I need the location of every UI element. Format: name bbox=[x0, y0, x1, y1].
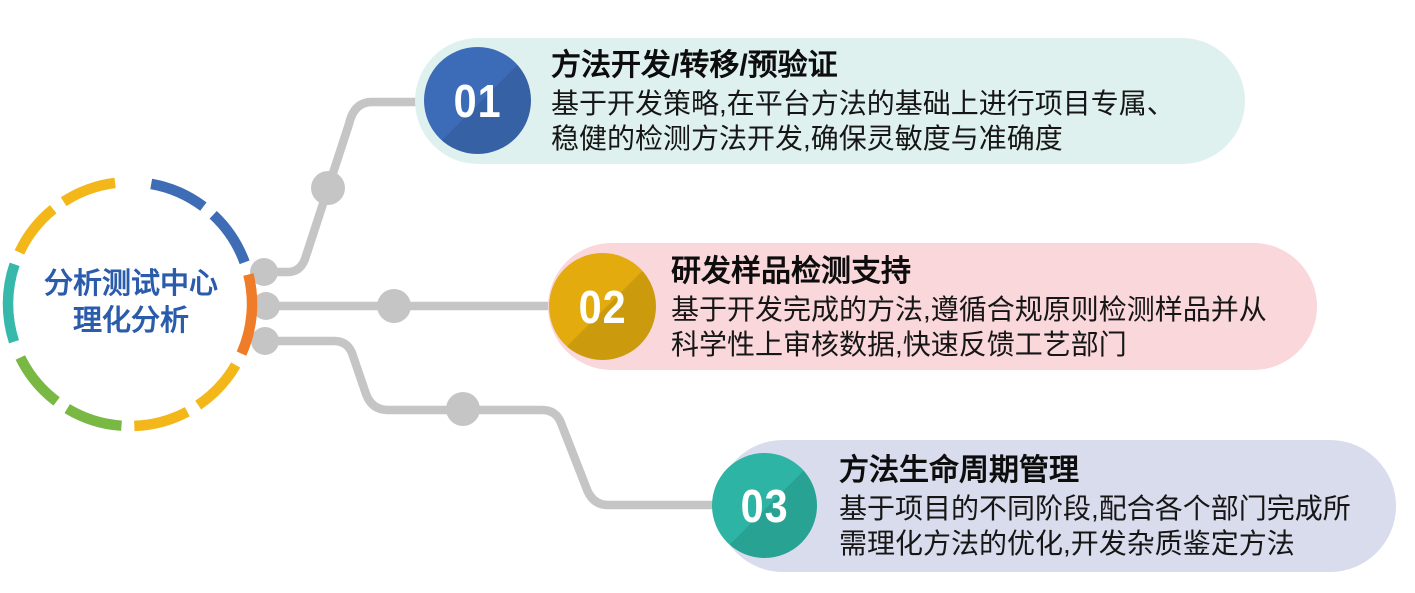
step-body-2-line1: 基于开发完成的方法,遵循合规原则检测样品并从 bbox=[671, 293, 1267, 325]
step-number-badge-1: 01 bbox=[424, 47, 531, 154]
connector-start-dot-1 bbox=[250, 258, 278, 286]
hub-ring-segment bbox=[150, 178, 207, 211]
step-number-badge-3: 03 bbox=[712, 453, 817, 558]
step-number-badge-2: 02 bbox=[549, 253, 656, 360]
hub-ring-segment bbox=[2, 262, 20, 344]
hub-ring-segment bbox=[15, 355, 60, 406]
step-title-1: 方法开发/转移/预验证 bbox=[551, 49, 838, 82]
step-body-1-line1: 基于开发策略,在平台方法的基础上进行项目专属、 bbox=[551, 88, 1175, 119]
hub-ring-segment bbox=[60, 177, 116, 207]
hub-ring-segment bbox=[209, 210, 250, 265]
connector-mid-dot-3 bbox=[446, 392, 480, 426]
step-number-1: 01 bbox=[453, 74, 502, 127]
connector-start-dot-3 bbox=[251, 327, 279, 355]
connector-mid-dot-2 bbox=[377, 289, 411, 323]
step-card-3: 03 方法生命周期管理 基于项目的不同阶段,配合各个部门完成所 需理化方法的优化… bbox=[712, 440, 1396, 572]
step-body-2-line2: 科学性上审核数据,快速反馈工艺部门 bbox=[671, 328, 1127, 360]
connector-mid-dot-1 bbox=[311, 171, 345, 205]
hub-ring-segment bbox=[14, 205, 57, 255]
step-card-1: 01 方法开发/转移/预验证 基于开发策略,在平台方法的基础上进行项目专属、 稳… bbox=[415, 38, 1245, 164]
hub-title: 分析测试中心 理化分析 bbox=[10, 266, 252, 340]
step-card-2: 02 研发样品检测支持 基于开发完成的方法,遵循合规原则检测样品并从 科学性上审… bbox=[548, 243, 1317, 370]
step-body-3-line2: 需理化方法的优化,开发杂质鉴定方法 bbox=[839, 528, 1295, 559]
step-number-3: 03 bbox=[740, 479, 789, 532]
hub-title-line1: 分析测试中心 bbox=[43, 268, 218, 300]
hub-ring-segment bbox=[236, 273, 258, 356]
connector-start-dot-2 bbox=[252, 292, 280, 320]
step-body-1-line2: 稳健的检测方法开发,确保灵敏度与准确度 bbox=[551, 123, 1063, 154]
step-number-2: 02 bbox=[578, 280, 627, 333]
step-title-2: 研发样品检测支持 bbox=[671, 254, 911, 288]
hub-ring-segment bbox=[134, 407, 190, 432]
hub-ring-segment bbox=[64, 404, 122, 431]
step-title-3: 方法生命周期管理 bbox=[839, 454, 1079, 487]
hub-ring bbox=[2, 177, 258, 432]
hub-title-line2: 理化分析 bbox=[72, 305, 189, 337]
hub-ring-segment bbox=[195, 362, 241, 410]
step-body-3-line1: 基于项目的不同阶段,配合各个部门完成所 bbox=[839, 493, 1351, 524]
